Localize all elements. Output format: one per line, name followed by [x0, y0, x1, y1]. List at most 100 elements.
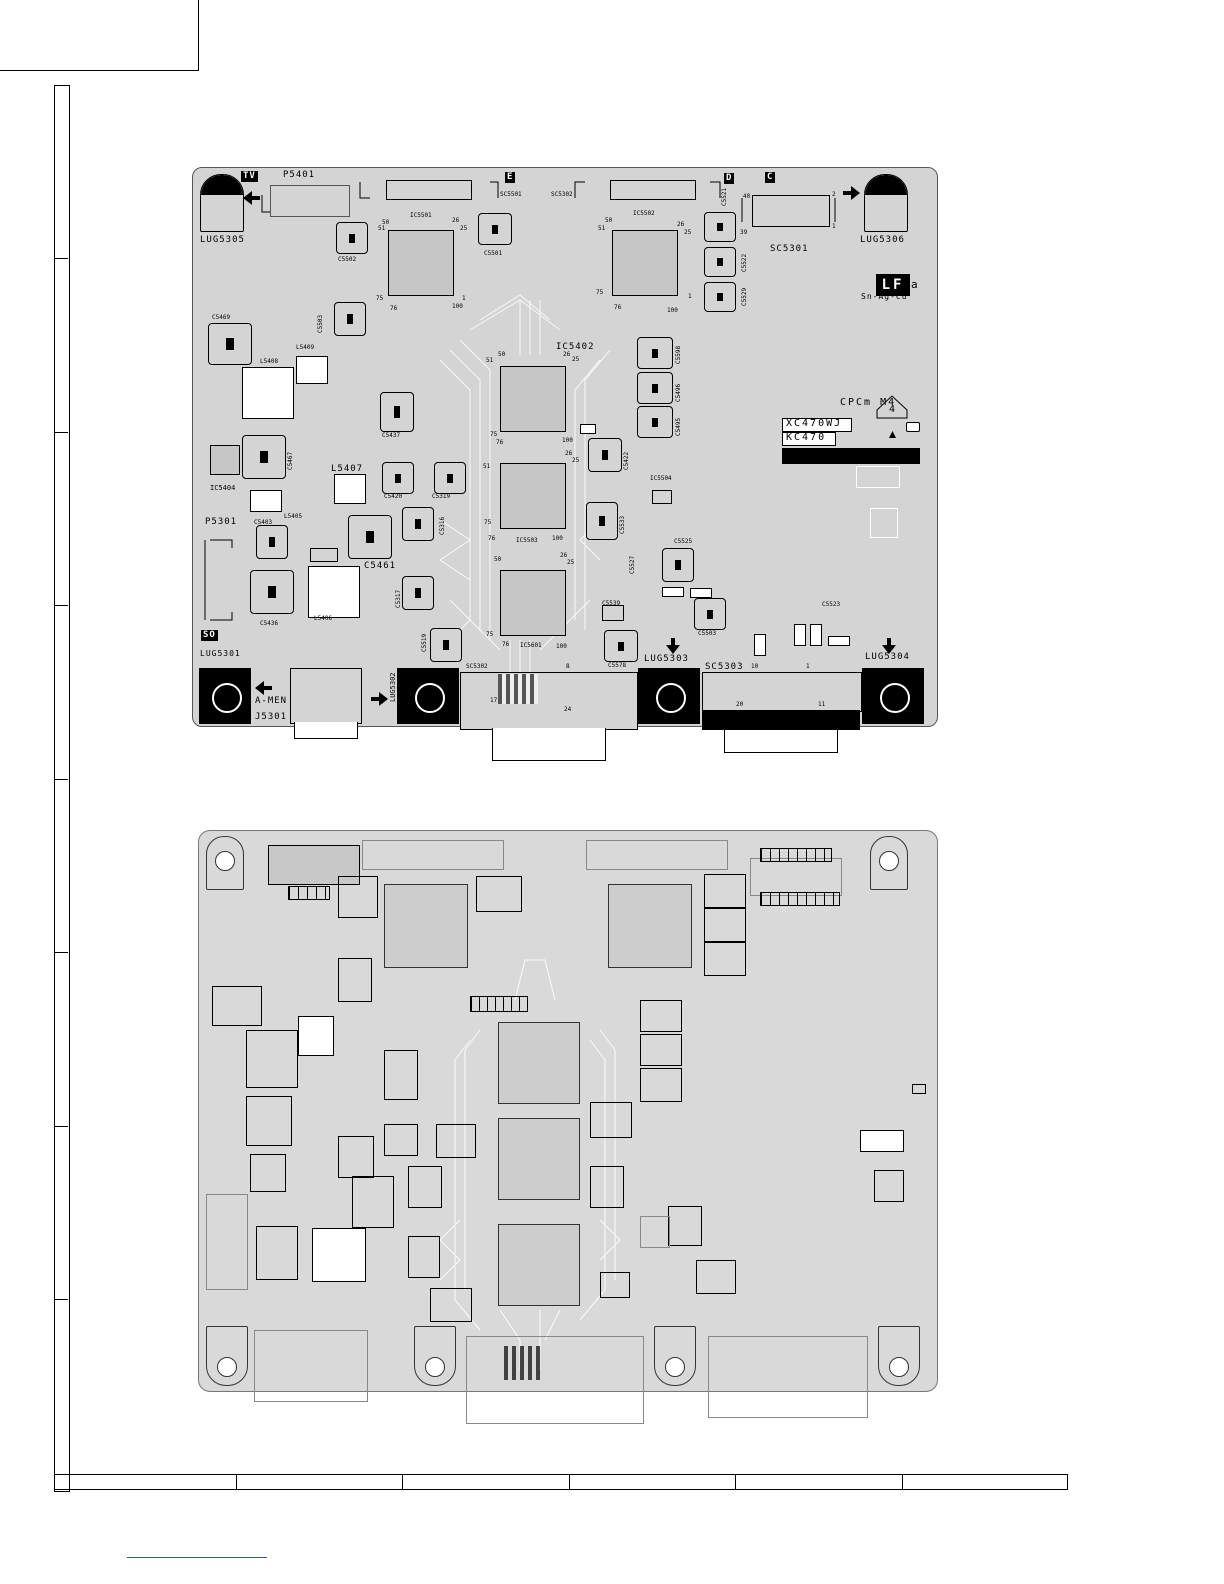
bottom-part: [590, 1102, 632, 1138]
inductor-l5409: [296, 356, 328, 384]
pin-label: 75: [490, 431, 498, 438]
mount-hole-top-left: [200, 174, 244, 232]
pin-label: 51: [486, 357, 494, 364]
left-grid-ticks: [54, 258, 68, 259]
pin-label: 100: [552, 535, 563, 542]
grid-tick: [569, 1474, 570, 1490]
marker-so: SO: [201, 630, 218, 641]
pin-label: 100: [562, 437, 573, 444]
label-lug5303: LUG5303: [644, 654, 689, 664]
connector-p5401: [270, 185, 350, 217]
label-sc5302-bottom: SC5302: [466, 663, 488, 670]
small-pad: [906, 422, 920, 432]
sn-ag-cu-label: Sn-Ag-Cu: [861, 292, 908, 301]
pin-label: 10: [751, 663, 759, 670]
label-lug5304: LUG5304: [865, 652, 910, 662]
label-sc5501: SC5501: [500, 191, 522, 198]
grid-tick: [402, 1474, 403, 1490]
pin-label: 2: [832, 191, 836, 198]
pin-label: 17: [490, 697, 498, 704]
inductor-l5407: [334, 474, 366, 504]
pin-label: 11: [818, 701, 826, 708]
small-part: [310, 548, 338, 562]
label-c5525: C5525: [674, 538, 693, 545]
small-part: [794, 624, 806, 646]
pin-label: 25: [572, 356, 580, 363]
bottom-connector-e: [362, 840, 504, 870]
pin-label: 51: [483, 463, 491, 470]
cap-c5461: [348, 515, 392, 559]
pin-label: 51: [598, 225, 606, 232]
bottom-resistor-row: [288, 886, 330, 900]
connector-e: [386, 180, 472, 200]
bottom-ic-1: [384, 884, 468, 968]
bottom-part-white: [312, 1228, 366, 1282]
label-ic5503: IC5503: [516, 537, 538, 544]
grid-tick: [54, 952, 68, 953]
pin-label: 25: [460, 225, 468, 232]
cap-c5496: [637, 372, 673, 404]
label-l5409: L5409: [296, 344, 315, 351]
small-part: [754, 634, 766, 656]
connector-sc5303-strip: [702, 710, 860, 730]
label-c5539: C5539: [602, 600, 621, 607]
bottom-hole-tr: [870, 836, 908, 890]
pin-label: 26: [560, 552, 568, 559]
ic5404-chip: [210, 445, 240, 475]
label-a-men: A-MEN: [255, 696, 288, 706]
bottom-hole-tl: [206, 836, 244, 890]
cap-c5502: [336, 222, 368, 254]
bottom-dvi-outline: [466, 1336, 644, 1424]
inductor-l5406: [308, 566, 360, 618]
bottom-part: [408, 1236, 440, 1278]
pin-label: 26: [563, 351, 571, 358]
label-c5502: C5502: [338, 256, 357, 263]
label-c5437: C5437: [382, 432, 401, 439]
ic5403-chip: [500, 463, 566, 529]
label-block-black: [782, 448, 920, 464]
grid-tick: [54, 1126, 68, 1127]
bottom-ic-4: [498, 1118, 580, 1200]
bottom-ic-2: [608, 884, 692, 968]
bottom-part: [436, 1124, 476, 1158]
small-part-c5539: [602, 605, 624, 621]
label-l5406: L5406: [314, 615, 333, 622]
bottom-connector-p5401: [268, 845, 360, 885]
bottom-part: [668, 1206, 702, 1246]
bottom-part-pad: [874, 1170, 904, 1202]
label-c5461: C5461: [364, 561, 397, 571]
bottom-part: [384, 1050, 418, 1100]
cap-c5317: [402, 576, 434, 610]
label-c5523: C5523: [822, 601, 841, 608]
bottom-part-pad: [860, 1130, 904, 1152]
bottom-part: [704, 942, 746, 976]
cap-c5522: [704, 247, 736, 277]
grid-tick: [54, 779, 68, 780]
label-c5469: C5469: [212, 314, 231, 321]
ic5501-chip: [388, 230, 454, 296]
cap-c5403: [256, 525, 288, 559]
label-sc5303: SC5303: [705, 662, 744, 672]
cap-c5521: [704, 212, 736, 242]
bottom-resistor-row: [760, 848, 832, 862]
inductor-l5405: [250, 490, 282, 512]
ic5601-chip: [500, 570, 566, 636]
cap-c5533: [586, 502, 618, 540]
bottom-part: [256, 1226, 298, 1280]
pin-label: 1: [832, 223, 836, 230]
grid-tick: [735, 1474, 736, 1490]
bottom-part: [640, 1034, 682, 1066]
bottom-part: [246, 1096, 292, 1146]
pin-label: 24: [564, 706, 572, 713]
bottom-vga-outline: [708, 1336, 868, 1418]
label-p5301: P5301: [205, 517, 238, 527]
lf-label: LF: [877, 275, 909, 295]
cap-c5422: [588, 438, 622, 472]
pin-label: 76: [502, 641, 510, 648]
label-ic5404: IC5404: [210, 484, 236, 492]
left-grid-border: [54, 85, 70, 1492]
bottom-part: [704, 874, 746, 908]
pin-label: 100: [667, 307, 678, 314]
pin-label: 100: [452, 303, 463, 310]
cap-c5503-lower: [694, 598, 726, 630]
